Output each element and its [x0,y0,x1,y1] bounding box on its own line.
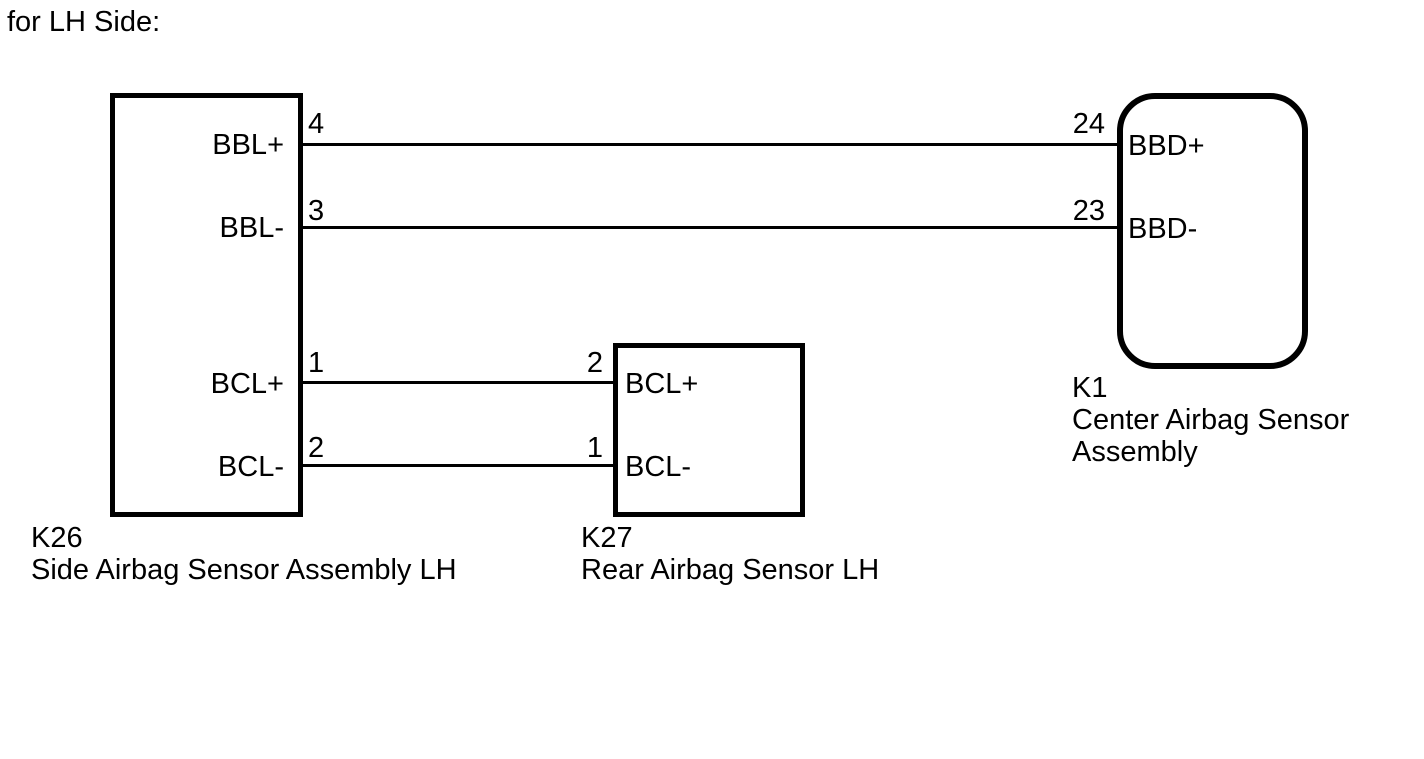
component-id-k1: K1 [1072,372,1108,404]
connector-box-k1: BBD+ BBD- [1117,93,1308,369]
component-id-k27: K27 [581,522,633,554]
component-name-k27: Rear Airbag Sensor LH [581,554,880,586]
connector-box-k26: BBL+ BBL- BCL+ BCL- [110,93,303,517]
connector-box-k27: BCL+ BCL- [613,343,805,517]
pin-number-k27-1: 1 [586,432,603,464]
component-name-k26: Side Airbag Sensor Assembly LH [31,554,457,586]
wire-bcl-plus [303,381,613,384]
component-id-k26: K26 [31,522,83,554]
pin-number-k26-1: 1 [308,347,325,379]
pin-label-k26-bbl-plus: BBL+ [212,129,284,161]
pin-number-k26-3: 3 [308,195,325,227]
pin-number-k27-2: 2 [586,347,603,379]
pin-label-k26-bcl-plus: BCL+ [210,368,284,400]
component-label-k1: K1 Center Airbag Sensor Assembly [1072,372,1352,468]
component-name-k1: Center Airbag Sensor Assembly [1072,404,1350,468]
diagram-title: for LH Side: [7,6,161,38]
wire-bbl-plus-to-bbd-plus [303,143,1117,146]
pin-label-k1-bbd-plus: BBD+ [1128,130,1205,162]
pin-label-k1-bbd-minus: BBD- [1128,213,1198,245]
pin-number-k26-4: 4 [308,108,325,140]
wire-bcl-minus [303,464,613,467]
pin-label-k27-bcl-minus: BCL- [625,451,692,483]
pin-number-k26-2: 2 [308,432,325,464]
pin-number-k1-24: 24 [1072,108,1105,140]
pin-label-k26-bcl-minus: BCL- [217,451,284,483]
component-label-k26: K26 Side Airbag Sensor Assembly LH [31,522,457,586]
component-label-k27: K27 Rear Airbag Sensor LH [581,522,879,586]
pin-number-k1-23: 23 [1072,195,1105,227]
pin-label-k27-bcl-plus: BCL+ [625,368,699,400]
wire-bbl-minus-to-bbd-minus [303,226,1117,229]
pin-label-k26-bbl-minus: BBL- [219,212,284,244]
